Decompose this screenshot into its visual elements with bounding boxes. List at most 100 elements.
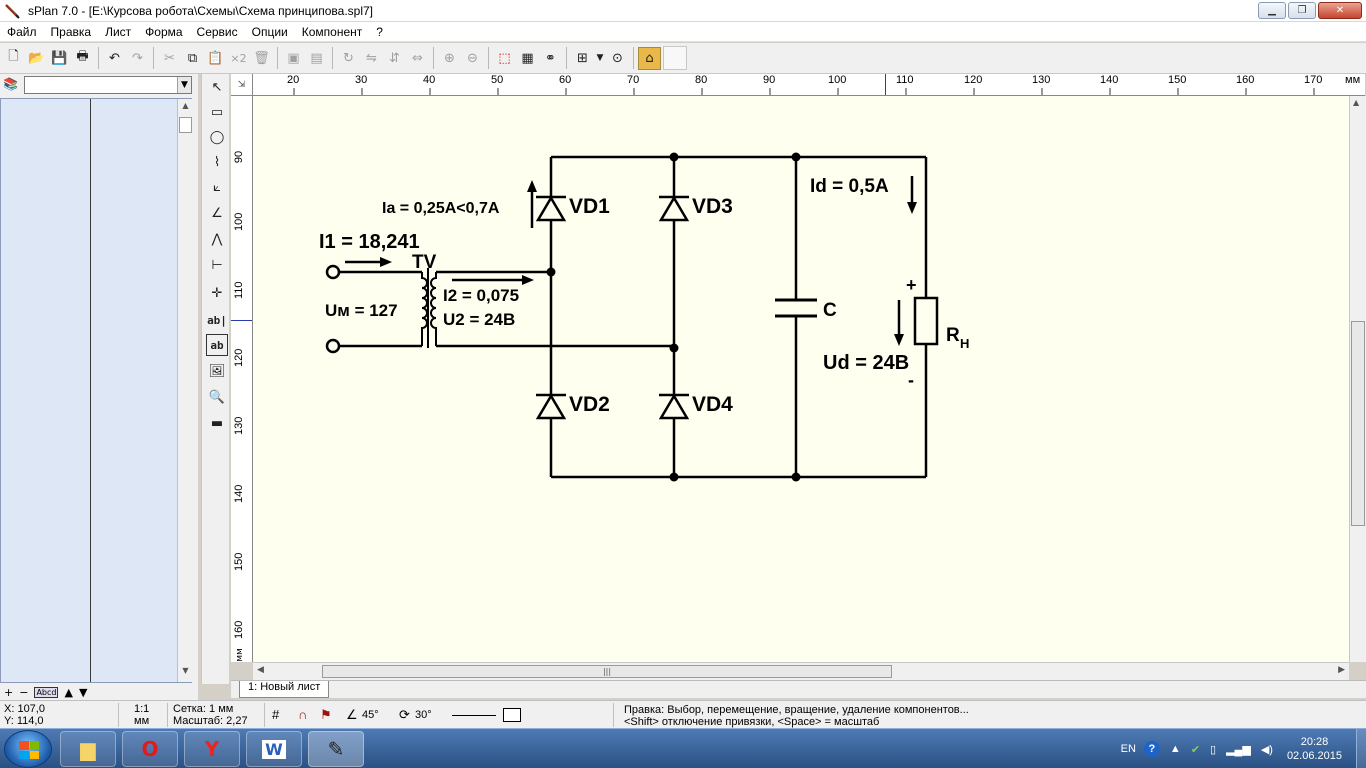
menu-sheet[interactable]: Лист [105, 24, 132, 39]
junction-tool-icon[interactable]: ✛ [211, 285, 223, 301]
clock[interactable]: 20:28 02.06.2015 [1287, 735, 1342, 763]
explorer-taskbar-icon[interactable]: ▆ [60, 731, 116, 767]
polyline-tool-icon[interactable]: ⋀ [211, 231, 223, 247]
grid-icon[interactable]: ⊞ [577, 50, 588, 66]
security-shield-icon[interactable]: ✔ [1190, 743, 1201, 756]
move-down-icon[interactable]: ▼ [78, 685, 88, 699]
measure-tool-icon[interactable]: ▬ [210, 415, 224, 431]
send-back-icon[interactable]: ▤ [310, 50, 323, 66]
textframe-tool-button[interactable]: ab [206, 334, 228, 356]
duplicate-x2-button[interactable]: ×2 [230, 51, 247, 65]
mirror-vertical-icon[interactable]: ⇵ [389, 50, 400, 66]
library-scrollbar[interactable]: ▲ ▼ [177, 99, 193, 682]
minimize-button[interactable]: ▁ [1258, 2, 1286, 19]
scroll-up-icon[interactable]: ▲ [1353, 98, 1360, 107]
drawing-canvas[interactable]: VD1 VD3 VD2 VD4 TV I1 = 18,241 Uм = 127 … [253, 96, 1349, 662]
volume-icon[interactable]: ◀) [1260, 743, 1273, 756]
canvas-vertical-scrollbar[interactable]: ▲ [1349, 96, 1366, 662]
scroll-thumb[interactable]: ||| [322, 665, 892, 678]
scroll-thumb[interactable] [179, 117, 192, 133]
ruler-tick: 120 [233, 348, 245, 367]
library-book-icon[interactable]: 📚 [3, 77, 18, 91]
menu-service[interactable]: Сервис [196, 24, 238, 39]
delete-icon[interactable]: 🗑 [253, 50, 270, 66]
rotate-angle-icon[interactable]: ⟳ [399, 707, 410, 722]
angle-45-icon[interactable]: ∠ [346, 707, 358, 722]
parts-list-icon[interactable]: ▦ [521, 50, 534, 66]
bezier-tool-icon[interactable]: ⟀ [213, 179, 221, 195]
copy-icon[interactable]: ⧉ [187, 50, 198, 66]
magnet-icon[interactable]: ∩ [298, 707, 308, 722]
text-tool-button[interactable]: ab| [207, 313, 227, 327]
start-button[interactable] [4, 730, 52, 768]
scroll-thumb[interactable] [1351, 321, 1365, 526]
rotate-icon[interactable]: ↻ [343, 50, 354, 66]
undo-icon[interactable]: ↶ [109, 50, 120, 66]
remove-icon[interactable]: − [19, 685, 29, 699]
usb-device-icon[interactable]: ▯ [1210, 743, 1217, 756]
scroll-down-icon[interactable]: ▼ [182, 666, 189, 675]
restore-button[interactable]: ❐ [1288, 2, 1316, 19]
zoom-fit-icon[interactable]: ⊙ [612, 50, 623, 66]
line-tool-icon[interactable]: ∠ [211, 205, 223, 221]
library-list[interactable]: ▲ ▼ [0, 98, 193, 683]
new-file-icon[interactable]: 🗋 [8, 49, 19, 64]
zoom-tool-icon[interactable]: 🔍 [208, 389, 226, 405]
help-icon[interactable]: ? [1143, 741, 1160, 757]
move-up-icon[interactable]: ▲ [64, 685, 73, 699]
fill-preview[interactable] [503, 708, 521, 722]
grid-snap-icon[interactable]: # [272, 707, 280, 722]
snap-icon[interactable]: ⬚ [498, 50, 511, 66]
line-width-preview[interactable] [452, 715, 496, 716]
menu-file[interactable]: Файл [7, 24, 37, 39]
rename-button[interactable]: Abcd [34, 686, 59, 698]
scroll-left-icon[interactable]: ◀ [257, 665, 264, 675]
scroll-right-icon[interactable]: ▶ [1338, 665, 1345, 675]
tray-expand-icon[interactable]: ▲ [1169, 743, 1181, 755]
polygon-tool-icon[interactable]: ⌇ [213, 154, 221, 170]
redo-icon[interactable]: ↷ [132, 50, 143, 66]
clock-date: 02.06.2015 [1286, 750, 1342, 762]
show-desktop-button[interactable] [1356, 729, 1366, 768]
junction-dot [669, 152, 679, 162]
scroll-up-icon[interactable]: ▲ [182, 101, 189, 110]
panel-divider[interactable] [90, 99, 91, 682]
save-icon[interactable]: 💾 [51, 50, 68, 66]
yandex-taskbar-icon[interactable]: Y [184, 731, 240, 767]
print-icon[interactable]: 🖶 [76, 49, 89, 64]
network-signal-icon[interactable]: ▂▄▆ [1226, 743, 1251, 756]
select-arrow-icon[interactable]: ↖ [211, 79, 223, 95]
group-icon[interactable]: ⊕ [444, 50, 455, 66]
menu-shape[interactable]: Форма [145, 24, 183, 39]
opera-taskbar-icon[interactable]: O [122, 731, 178, 767]
binoculars-icon[interactable]: ⚭ [545, 50, 556, 66]
component-image-icon[interactable]: ⌂ [638, 46, 661, 70]
mirror-horizontal-icon[interactable]: ⇋ [366, 50, 377, 66]
grid-dropdown-icon[interactable]: ▼ [596, 53, 604, 63]
ruler-corner-icon[interactable]: ⇲ [231, 74, 253, 96]
splan-taskbar-icon[interactable]: ✎ [308, 731, 364, 767]
open-folder-icon[interactable]: 📂 [28, 50, 45, 66]
chevron-down-icon[interactable]: ▼ [177, 77, 191, 93]
library-select[interactable]: ▼ [24, 76, 192, 94]
menu-help[interactable]: ? [376, 24, 383, 39]
rectangle-tool-icon[interactable]: ▭ [210, 104, 224, 120]
paste-icon[interactable]: 📋 [207, 50, 224, 66]
add-icon[interactable]: + [4, 685, 14, 699]
word-taskbar-icon[interactable]: W [246, 731, 302, 767]
image-tool-icon[interactable]: 🖼 [208, 363, 226, 379]
tab-sheet-1[interactable]: 1: Новый лист [239, 681, 330, 698]
canvas-horizontal-scrollbar[interactable]: ◀ ||| ▶ [253, 662, 1349, 680]
bring-front-icon[interactable]: ▣ [287, 50, 300, 66]
menu-options[interactable]: Опции [251, 24, 288, 39]
ungroup-icon[interactable]: ⊖ [467, 50, 478, 66]
cut-icon[interactable]: ✂ [164, 50, 175, 66]
align-icon[interactable]: ⇔ [412, 50, 423, 66]
menu-edit[interactable]: Правка [50, 24, 92, 39]
ellipse-tool-icon[interactable]: ◯ [209, 129, 225, 145]
menu-component[interactable]: Компонент [301, 24, 363, 39]
language-indicator[interactable]: EN [1120, 743, 1136, 755]
close-button[interactable]: ✕ [1318, 2, 1362, 19]
pin-icon[interactable]: ⚑ [320, 707, 332, 722]
dimension-tool-icon[interactable]: ⊢ [211, 257, 223, 273]
